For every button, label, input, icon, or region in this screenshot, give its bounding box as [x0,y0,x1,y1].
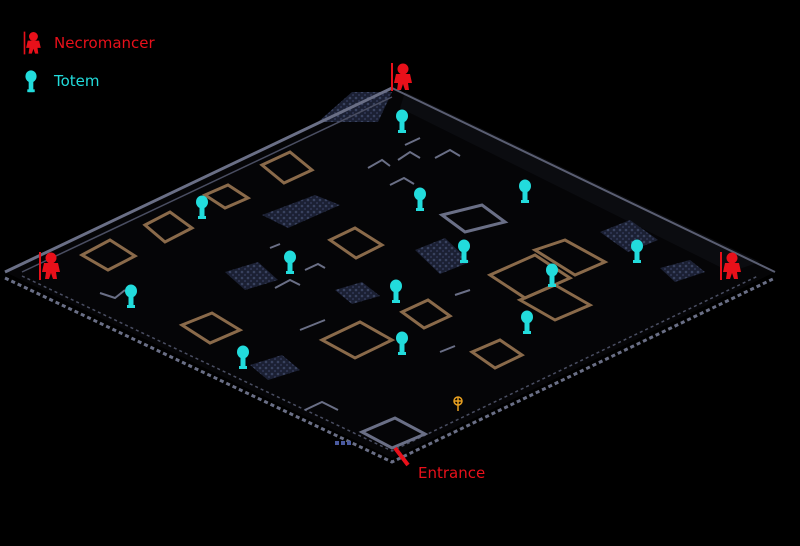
room [358,416,429,450]
legend-totem-label: Totem [54,72,100,90]
room [178,311,244,345]
outer-walls [4,86,776,464]
room [438,203,509,234]
room [531,238,609,277]
tile-patch [600,220,658,252]
room [327,226,386,260]
room [486,253,574,300]
tile-patch [660,260,705,282]
tile-patch [262,195,340,228]
shadow-band [400,92,760,272]
legend-necromancer: Necromancer [18,30,155,56]
map-legend: Necromancer Totem [18,30,155,106]
necromancer-icon [23,31,41,55]
inner-border [21,96,759,452]
totem-icon [25,70,37,93]
room [201,183,252,210]
legend-totem: Totem [18,68,155,94]
legend-necromancer-label: Necromancer [54,34,155,52]
room [318,320,396,360]
room [399,298,453,330]
tile-patch [250,355,300,380]
wall-fragments [99,137,471,411]
room [142,210,195,244]
room [259,150,315,185]
entrance-gate [335,441,351,445]
tile-patch [415,238,470,274]
room [78,238,138,272]
room [468,338,525,370]
dungeon-floor [5,88,775,458]
tile-patch [335,282,380,304]
entrance-label: Entrance [418,464,486,482]
rooms [78,150,609,450]
necromancer-icon [391,63,412,91]
sword-icon [453,396,463,411]
entrance-arrow-icon [393,446,410,467]
room [516,283,594,322]
tile-patch [225,262,278,290]
